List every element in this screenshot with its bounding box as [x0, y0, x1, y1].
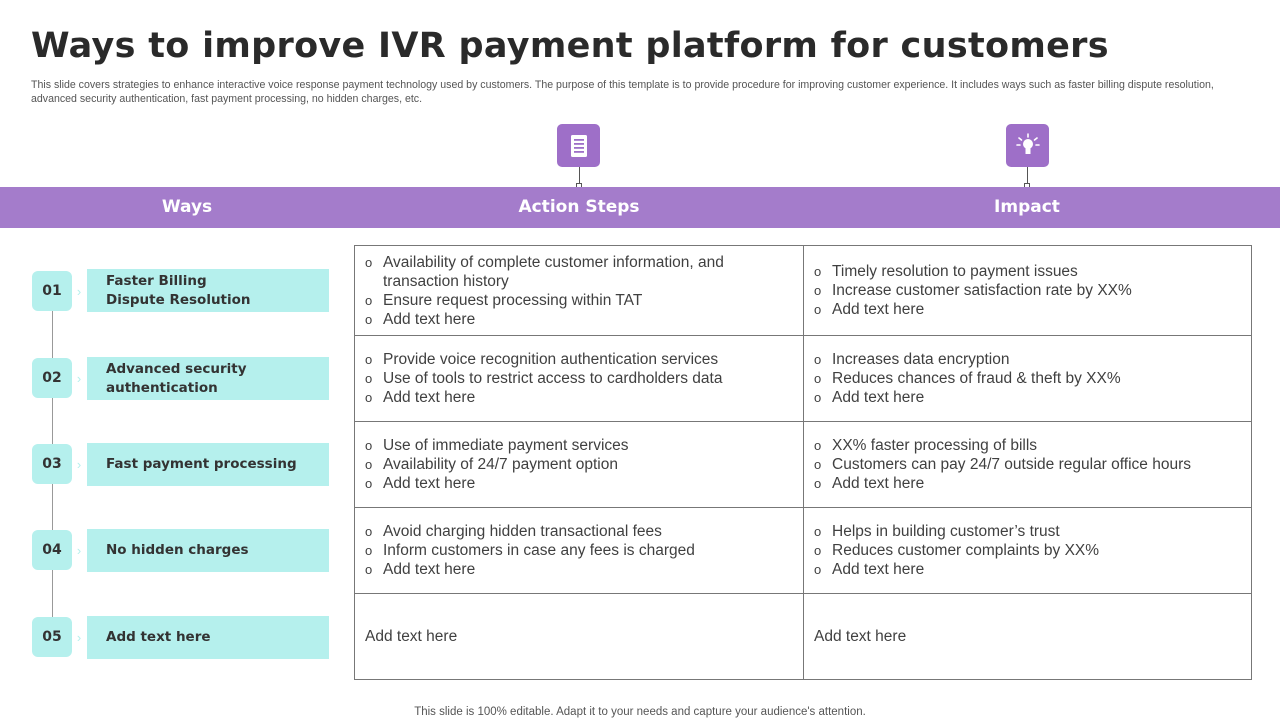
impact-cell-05: Add text here [804, 594, 1251, 679]
page-title: Ways to improve IVR payment platform for… [31, 26, 1109, 66]
table-row-divider [355, 335, 1251, 336]
lightbulb-icon [1006, 124, 1049, 167]
chevron-right-icon: › [76, 629, 82, 645]
chevron-right-icon: › [76, 370, 82, 386]
cell-text: Add text here [365, 627, 458, 645]
footer-note: This slide is 100% editable. Adapt it to… [414, 706, 866, 718]
chevron-right-icon: › [76, 542, 82, 558]
table-column-divider [803, 246, 804, 679]
way-label-05: Add text here [87, 616, 329, 659]
document-list-icon [557, 124, 600, 167]
cell-text: Add text here [814, 627, 907, 645]
action-steps-cell-05: Add text here [355, 594, 803, 679]
header-action-steps: Action Steps [518, 197, 640, 217]
table-header-bar: Ways Action Steps Impact [0, 187, 1280, 228]
step-number-01: 01 [32, 271, 72, 311]
header-ways: Ways [161, 197, 213, 217]
way-label-04: No hidden charges [87, 529, 329, 572]
chevron-right-icon: › [76, 283, 82, 299]
table-row-divider [355, 507, 1251, 508]
way-label-01: Faster Billing Dispute Resolution [87, 269, 329, 312]
step-number-05: 05 [32, 617, 72, 657]
way-label-03: Fast payment processing [87, 443, 329, 486]
table-row-divider [355, 593, 1251, 594]
header-connector [579, 167, 580, 185]
chevron-right-icon: › [76, 456, 82, 472]
header-impact: Impact [994, 197, 1060, 217]
way-label-02: Advanced security authentication [87, 357, 329, 400]
page-subtitle: This slide covers strategies to enhance … [31, 79, 1214, 105]
table-row-divider [355, 421, 1251, 422]
step-number-04: 04 [32, 530, 72, 570]
step-number-02: 02 [32, 358, 72, 398]
header-connector [1027, 167, 1028, 185]
step-number-03: 03 [32, 444, 72, 484]
